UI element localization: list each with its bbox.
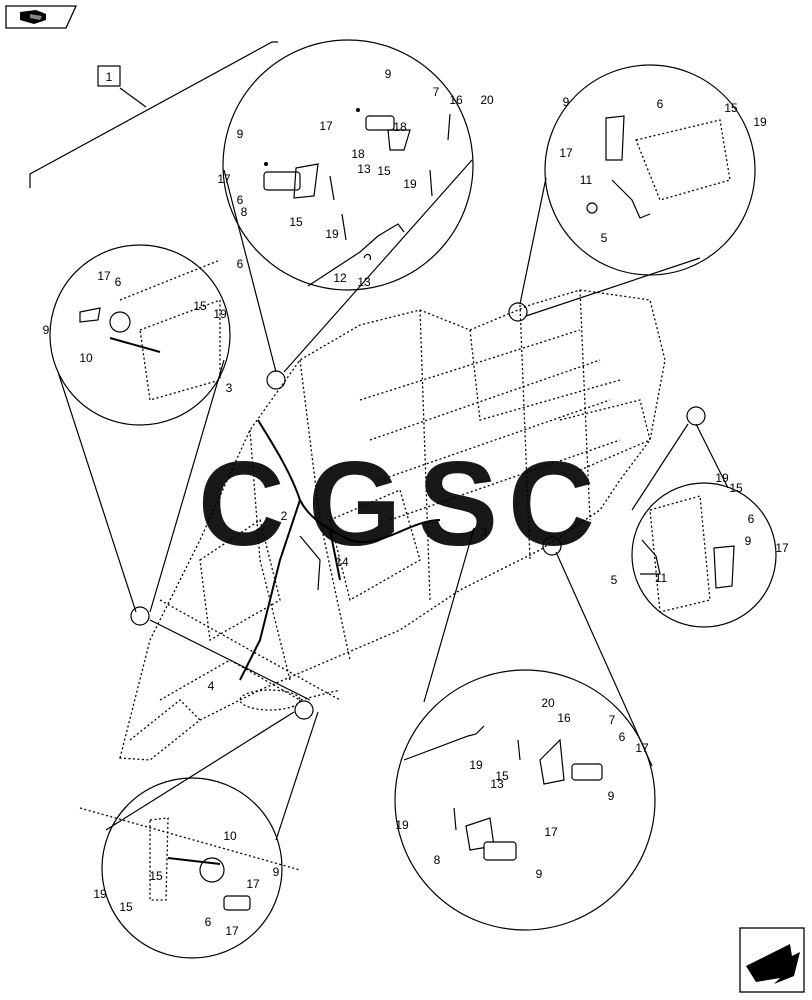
- callout-label: 15: [119, 900, 133, 914]
- callout-label: 15: [377, 164, 391, 178]
- callout-label: 9: [385, 67, 392, 81]
- detail-circle-top-right: [519, 64, 756, 317]
- watermark-letter-c2: C: [508, 437, 595, 571]
- callout-label: 7: [609, 713, 616, 727]
- callout-label: 15: [729, 481, 743, 495]
- harvester-view-icon[interactable]: [5, 5, 78, 29]
- callout-label: 6: [115, 275, 122, 289]
- callout-label: 6: [205, 915, 212, 929]
- detail-circle-bottom-left: [79, 711, 319, 959]
- callout-label: 15: [724, 101, 738, 115]
- callout-label: 17: [246, 877, 260, 891]
- callout-label: 19: [325, 227, 339, 241]
- callout-label: 6: [619, 730, 626, 744]
- callout-label: 19: [395, 818, 409, 832]
- callout-label: 17: [635, 741, 649, 755]
- callout-label: 15: [193, 299, 207, 313]
- callout-label: 9: [237, 127, 244, 141]
- next-page-arrow-icon[interactable]: [739, 927, 805, 993]
- callout-label: 18: [393, 120, 407, 134]
- callout-label: 17: [97, 269, 111, 283]
- callout-label: 1: [106, 70, 113, 84]
- callout-label: 19: [753, 115, 767, 129]
- callout-label: 12: [333, 271, 347, 285]
- callout-label: 5: [601, 231, 608, 245]
- callout-label: 17: [225, 924, 239, 938]
- callout-label: 9: [273, 865, 280, 879]
- callout-label: 16: [557, 711, 571, 725]
- callout-label: 11: [580, 173, 593, 187]
- callout-label: 13: [357, 275, 371, 289]
- callout-label: 17: [217, 172, 231, 186]
- callout-label: 7: [433, 85, 440, 99]
- callout-label: 15: [495, 769, 509, 783]
- callout-label: 9: [563, 95, 570, 109]
- callout-label: 6: [748, 512, 755, 526]
- callout-label: 19: [469, 758, 483, 772]
- callout-label: 9: [608, 789, 615, 803]
- callout-label: 6: [237, 193, 244, 207]
- callout-label: 10: [79, 351, 93, 365]
- callout-label: 18: [351, 147, 365, 161]
- callout-label: 19: [715, 471, 729, 485]
- callout-label: 4: [208, 679, 215, 693]
- callout-label: 15: [289, 215, 303, 229]
- callout-label: 15: [149, 869, 163, 883]
- detail-circle-left: [49, 244, 231, 613]
- callout-label: 13: [490, 777, 504, 791]
- watermark-logo: C G S C: [198, 437, 595, 571]
- callout-label: 8: [434, 853, 441, 867]
- callout-label: 17: [775, 541, 789, 555]
- watermark-letter-s: S: [418, 437, 498, 571]
- detail-circle-right: [631, 423, 777, 628]
- callout-label: 10: [223, 829, 237, 843]
- callout-label: 20: [480, 93, 494, 107]
- callout-label: 13: [357, 162, 371, 176]
- callout-label: 3: [226, 381, 233, 395]
- detail-circle-top-center: [222, 39, 474, 373]
- callout-label: 19: [403, 177, 417, 191]
- assembly-label-box: [97, 65, 121, 87]
- detail-circle-bottom-center: [394, 527, 656, 931]
- callout-label: 9: [745, 534, 752, 548]
- callout-label: 17: [319, 119, 333, 133]
- callout-label: 6: [237, 257, 244, 271]
- watermark-letter-g: G: [308, 437, 401, 571]
- callout-label: 17: [544, 825, 558, 839]
- callout-label: 19: [93, 887, 107, 901]
- callout-label: 17: [559, 146, 573, 160]
- callout-label: 16: [449, 93, 463, 107]
- watermark-letter-c1: C: [198, 437, 285, 571]
- callout-label: 20: [541, 696, 555, 710]
- callout-label: 9: [536, 867, 543, 881]
- callout-label: 6: [657, 97, 664, 111]
- callout-label: 5: [611, 573, 618, 587]
- callout-label: 19: [213, 307, 227, 321]
- callout-labels: 1233455666666677889999999910101111121313…: [43, 67, 789, 938]
- callout-label: 2: [281, 509, 288, 523]
- callout-label: 11: [655, 571, 668, 585]
- callout-label: 9: [43, 323, 50, 337]
- assembly-leader: [29, 41, 278, 188]
- connector-markers: [130, 302, 706, 720]
- callout-label: 14: [335, 555, 349, 569]
- baler-frame: [119, 289, 666, 761]
- callout-label: 3: [481, 525, 488, 539]
- callout-label: 8: [241, 205, 248, 219]
